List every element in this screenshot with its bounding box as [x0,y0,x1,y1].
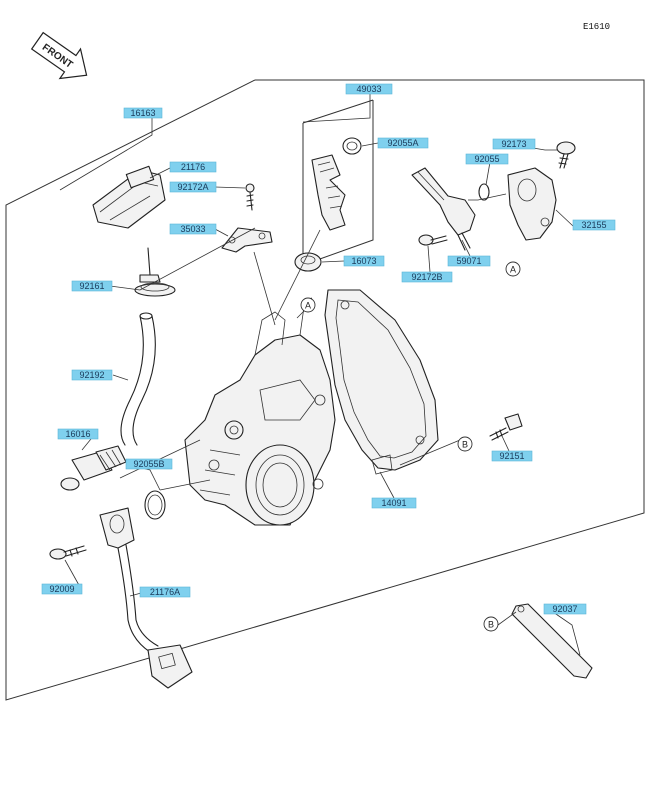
label-35033[interactable]: 35033 [169,223,217,235]
label-92037-text: 92037 [552,604,577,614]
part-bolt-92151 [489,413,523,441]
part-strap-92037 [511,603,593,679]
part-bracket-35033 [221,227,273,253]
label-92161[interactable]: 92161 [71,280,113,292]
label-92192-text: 92192 [79,370,104,380]
leader-lines [59,93,581,656]
label-92172b[interactable]: 92172B [401,271,453,283]
label-21176-text: 21176 [181,162,205,172]
part-screw-92009 [49,545,87,560]
ref-marker-a-2: A [505,261,521,277]
ref-marker-b-1-text: B [462,440,468,450]
label-16016-text: 16016 [65,429,90,439]
ref-marker-b-2: B [483,616,499,632]
label-59071[interactable]: 59071 [447,255,491,267]
part-holder-32155 [507,167,557,241]
label-92037[interactable]: 92037 [543,603,587,615]
label-16073-text: 16073 [351,256,376,266]
label-92161-text: 92161 [79,281,104,291]
label-92055a[interactable]: 92055A [377,137,429,149]
label-21176[interactable]: 21176 [169,161,217,173]
part-fitting-92161 [134,247,176,297]
ref-marker-b-2-text: B [488,620,494,630]
part-screw-92173 [556,141,576,169]
label-92009[interactable]: 92009 [41,583,83,595]
label-59071-text: 59071 [456,256,481,266]
part-injector-59071 [411,167,476,251]
part-bolt-92172a [245,183,255,211]
part-throttle-body [184,297,336,526]
label-92151-text: 92151 [499,451,524,461]
label-49033[interactable]: 49033 [345,83,393,95]
part-seal-16073 [294,252,322,272]
part-map-sensor [92,165,166,229]
front-arrow-icon: FRONT [30,31,88,80]
label-21176a[interactable]: 21176A [139,586,191,598]
part-oring-92055a [342,137,362,155]
part-cover-14091 [324,289,439,475]
part-harness-21176a [99,507,193,689]
ref-marker-a-1-text: A [305,301,311,311]
part-hose-92192 [120,312,156,446]
label-92055[interactable]: 92055 [465,153,509,165]
part-oring-92055b [144,490,166,520]
label-32155[interactable]: 32155 [572,219,616,231]
label-14091-text: 14091 [381,498,406,508]
ref-marker-a-1: A [300,297,316,313]
label-92172a-text: 92172A [177,182,208,192]
label-92173[interactable]: 92173 [492,138,536,150]
part-bolt-92172b [418,234,448,246]
label-92009-text: 92009 [49,584,74,594]
label-35033-text: 35033 [180,224,205,234]
label-92055-text: 92055 [474,154,499,164]
label-21176a-text: 21176A [150,587,180,597]
sensor-subframe [302,100,374,266]
part-oring-92055 [478,183,490,201]
label-49033-text: 49033 [356,84,381,94]
ref-marker-b-1: B [457,436,473,452]
label-92172a[interactable]: 92172A [169,181,217,193]
label-32155-text: 32155 [581,220,606,230]
outer-frame [5,79,645,701]
label-16016[interactable]: 16016 [57,428,99,440]
label-92055a-text: 92055A [387,138,418,148]
label-16073[interactable]: 16073 [343,255,385,267]
label-92172b-text: 92172B [411,272,442,282]
label-92055b[interactable]: 92055B [125,458,173,470]
label-14091[interactable]: 14091 [371,497,417,509]
label-16163-text: 16163 [130,108,155,118]
label-92173-text: 92173 [501,139,526,149]
part-sensor-16016 [60,445,127,491]
label-92192[interactable]: 92192 [71,369,113,381]
diagram-code: E1610 [583,22,610,32]
label-92055b-text: 92055B [133,459,164,469]
label-92151[interactable]: 92151 [491,450,533,462]
part-sensor-49033 [311,154,346,231]
ref-marker-a-2-text: A [510,265,516,275]
label-16163[interactable]: 16163 [123,107,163,119]
